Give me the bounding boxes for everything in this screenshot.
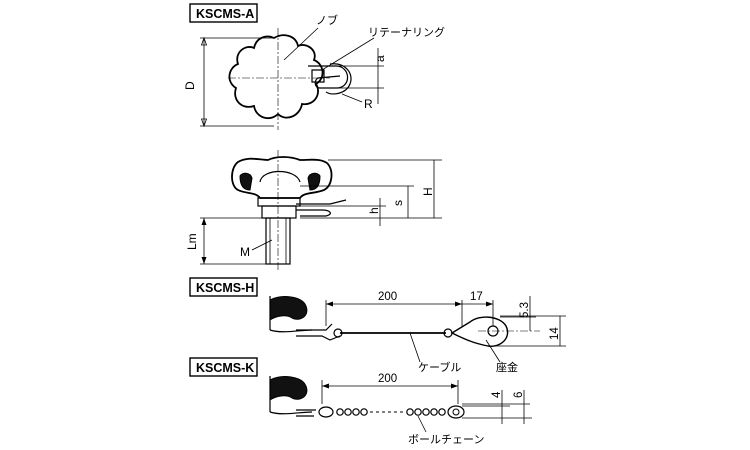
- side-view: H s h Lm M: [185, 150, 442, 272]
- k200-arrow-right: [451, 383, 458, 389]
- knob-leader: [283, 27, 319, 61]
- kscms-k-view: KSCMS-K 200: [189, 357, 532, 446]
- knob-side-outline: [231, 156, 333, 199]
- dim-k-6: 6: [513, 392, 525, 398]
- h-crimp-left: [333, 328, 343, 338]
- dim-h-length: 200: [378, 291, 397, 303]
- kscms-a-title-box: [189, 3, 258, 23]
- kscms-h-title-box: [189, 277, 258, 297]
- label-knob: ノブ: [316, 13, 338, 27]
- kscms-a-view: KSCMS-A D a R ノブ リテーナリング: [183, 3, 445, 130]
- kscms-h-title: KSCMS-H: [196, 281, 254, 295]
- retainer-ring-loop: [308, 65, 349, 89]
- knob-side-dome: [259, 170, 301, 183]
- dim-h-upper: H: [421, 187, 435, 196]
- label-cable: ケーブル: [418, 360, 461, 374]
- dim-h-tail: 17: [470, 291, 483, 303]
- h200-arrow-right: [455, 301, 462, 307]
- label-ball-chain: ボールチェーン: [408, 433, 484, 446]
- kscms-h-view: KSCMS-H 200 17 5.3 14: [189, 277, 566, 374]
- knob-side-lobe-left: [239, 172, 253, 191]
- lm-arrow-bottom: [201, 257, 207, 264]
- dim-k-length: 200: [378, 373, 397, 385]
- k200-arrow-left: [322, 383, 329, 389]
- knob-top-outline: [228, 34, 324, 120]
- collar-upper: [257, 197, 301, 207]
- r-leader: [341, 93, 363, 103]
- dim-h-washer: 14: [549, 327, 561, 340]
- k-knob-body: [269, 376, 313, 415]
- kscms-k-title: KSCMS-K: [196, 361, 254, 375]
- label-washer: 座金: [496, 360, 518, 374]
- retainer-leader: [321, 37, 375, 71]
- d-arrow-top: [200, 36, 208, 46]
- ball-chain-leader: [417, 415, 427, 433]
- cable-leader: [409, 332, 421, 363]
- d-arrow-bottom: [200, 118, 208, 128]
- kscms-a-title: KSCMS-A: [196, 7, 254, 21]
- dim-r: R: [364, 97, 373, 111]
- k-knob-partial: [269, 376, 308, 401]
- collar-lower: [261, 205, 297, 219]
- dim-m: M: [240, 245, 250, 259]
- label-retainer-ring: リテーナリング: [368, 25, 445, 39]
- h17-arrow-right: [486, 301, 493, 307]
- dim-h-lower: h: [367, 207, 381, 214]
- dim-d: D: [183, 81, 197, 90]
- h-washer: [450, 316, 509, 347]
- h200-arrow-left: [326, 301, 333, 307]
- dim-lm: Lm: [185, 233, 199, 250]
- h-knob-partial: [269, 296, 308, 321]
- dim-k-4: 4: [491, 391, 503, 398]
- k-ball-chain-right: [406, 405, 465, 419]
- retainer-ring-outer: [325, 63, 352, 95]
- washer-leader: [485, 339, 501, 363]
- dim-s: s: [391, 200, 405, 206]
- dim-h-height: 5.3: [519, 302, 531, 318]
- retainer-ring-side: [296, 199, 347, 217]
- knob-side-lobe-right: [307, 172, 321, 191]
- dim-a: a: [373, 55, 387, 62]
- k-ball-chain-left: [318, 406, 368, 418]
- kscms-k-title-box: [189, 357, 258, 377]
- h-connector: [296, 323, 341, 341]
- m-leader: [251, 239, 273, 251]
- k-connector: [296, 409, 316, 417]
- lm-arrow-top: [201, 218, 207, 225]
